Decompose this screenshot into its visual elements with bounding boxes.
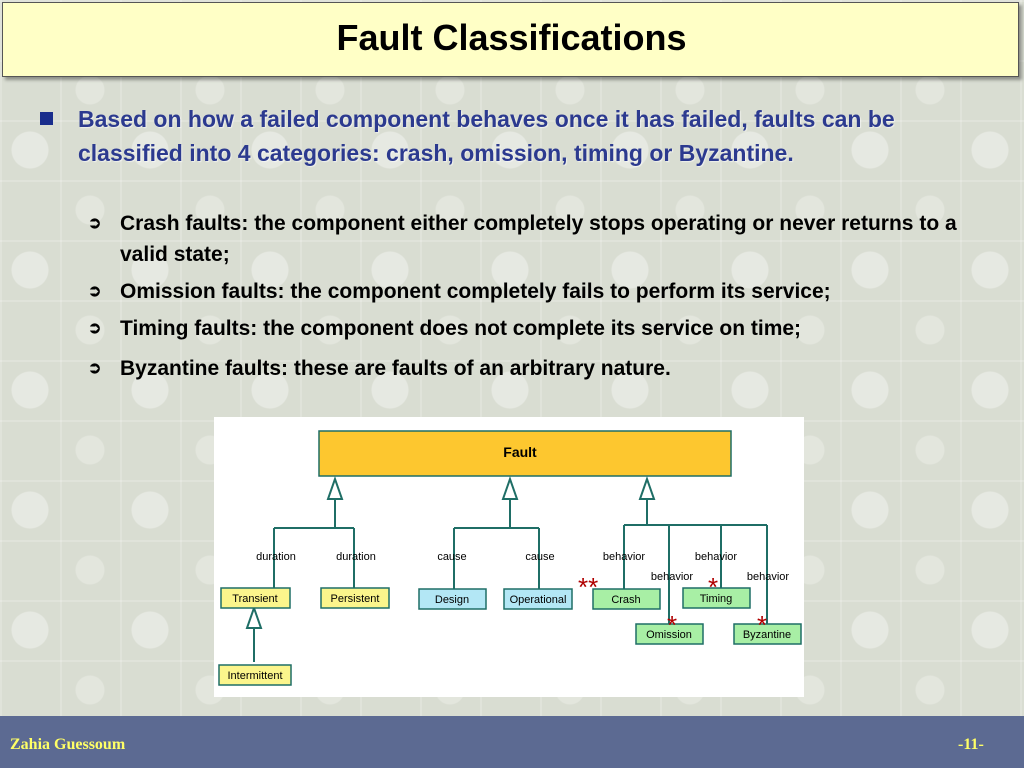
node-operational [503, 588, 573, 610]
edge-label-behavior: behavior [695, 551, 738, 563]
edge-label-duration: duration [256, 551, 296, 563]
node-timing [682, 587, 751, 609]
inheritance-arrows [245, 475, 656, 629]
square-bullet-icon [40, 112, 53, 125]
footer-page-number: -11- [958, 736, 984, 753]
arrow-bullet-icon: ➲ [88, 360, 102, 377]
background-pattern [0, 0, 1024, 716]
asterisk-mark-timing: * [708, 572, 718, 602]
fault-tree-svg: Fault duration duration cause cause beha… [218, 430, 802, 686]
node-byzantine [733, 623, 802, 645]
sub-bullet-text: Timing faults: the component does not co… [120, 317, 802, 340]
asterisk-mark-crash: ** [578, 572, 598, 602]
node-transient [220, 587, 291, 609]
label-timing: Timing [700, 593, 733, 605]
edge-label-behavior: behavior [747, 571, 790, 583]
label-operational: Operational [510, 594, 567, 606]
leaf-nodes [218, 587, 802, 686]
label-crash: Crash [611, 594, 640, 606]
label-omission: Omission [646, 629, 692, 641]
edge-label-cause: cause [525, 551, 554, 563]
connector-lines [253, 499, 768, 662]
edge-label-duration: duration [336, 551, 376, 563]
sub-bullet-byzantine: ➲ Byzantine faults: these are faults of … [88, 353, 998, 384]
footer-author: Zahia Guessoum [10, 736, 126, 753]
edge-label-behavior: behavior [603, 551, 646, 563]
label-byzantine: Byzantine [743, 629, 791, 641]
asterisk-mark-omission: * [667, 610, 677, 640]
sub-bullet-text: Omission faults: the component completel… [120, 280, 831, 303]
arrow-bullet-icon: ➲ [88, 320, 102, 337]
annotation-marks: ** * * * [578, 572, 767, 640]
arrow-bullet-icon: ➲ [88, 215, 102, 232]
node-crash [592, 588, 661, 610]
label-persistent: Persistent [331, 593, 380, 605]
sub-bullet-timing: ➲ Timing faults: the component does not … [88, 313, 998, 344]
asterisk-mark-byzantine: * [757, 610, 767, 640]
title-bar: Fault Classifications [2, 2, 1019, 77]
leaf-labels: Transient Persistent Design Operational … [227, 593, 791, 682]
label-design: Design [435, 594, 469, 606]
edge-labels: duration duration cause cause behavior b… [256, 551, 789, 583]
main-bullet: Based on how a failed component behaves … [40, 102, 1000, 170]
sub-bullet-text: Byzantine faults: these are faults of an… [120, 357, 671, 380]
main-bullet-text: Based on how a failed component behaves … [78, 106, 895, 166]
fault-diagram: Fault duration duration cause cause beha… [214, 417, 804, 697]
node-design [418, 588, 487, 610]
sub-bullet-crash: ➲ Crash faults: the component either com… [88, 208, 998, 270]
label-transient: Transient [232, 593, 277, 605]
label-intermittent: Intermittent [227, 670, 282, 682]
node-omission [635, 623, 704, 645]
edge-label-cause: cause [437, 551, 466, 563]
node-persistent [320, 587, 390, 609]
page-title: Fault Classifications [336, 17, 687, 58]
fault-root-node [318, 430, 732, 477]
footer-bar: Zahia Guessoum -11- [0, 716, 1024, 768]
fault-root-label: Fault [503, 444, 537, 460]
arrow-bullet-icon: ➲ [88, 283, 102, 300]
sub-bullet-text: Crash faults: the component either compl… [120, 212, 957, 266]
sub-bullet-omission: ➲ Omission faults: the component complet… [88, 276, 998, 307]
edge-label-behavior: behavior [651, 571, 694, 583]
node-intermittent [218, 664, 292, 686]
